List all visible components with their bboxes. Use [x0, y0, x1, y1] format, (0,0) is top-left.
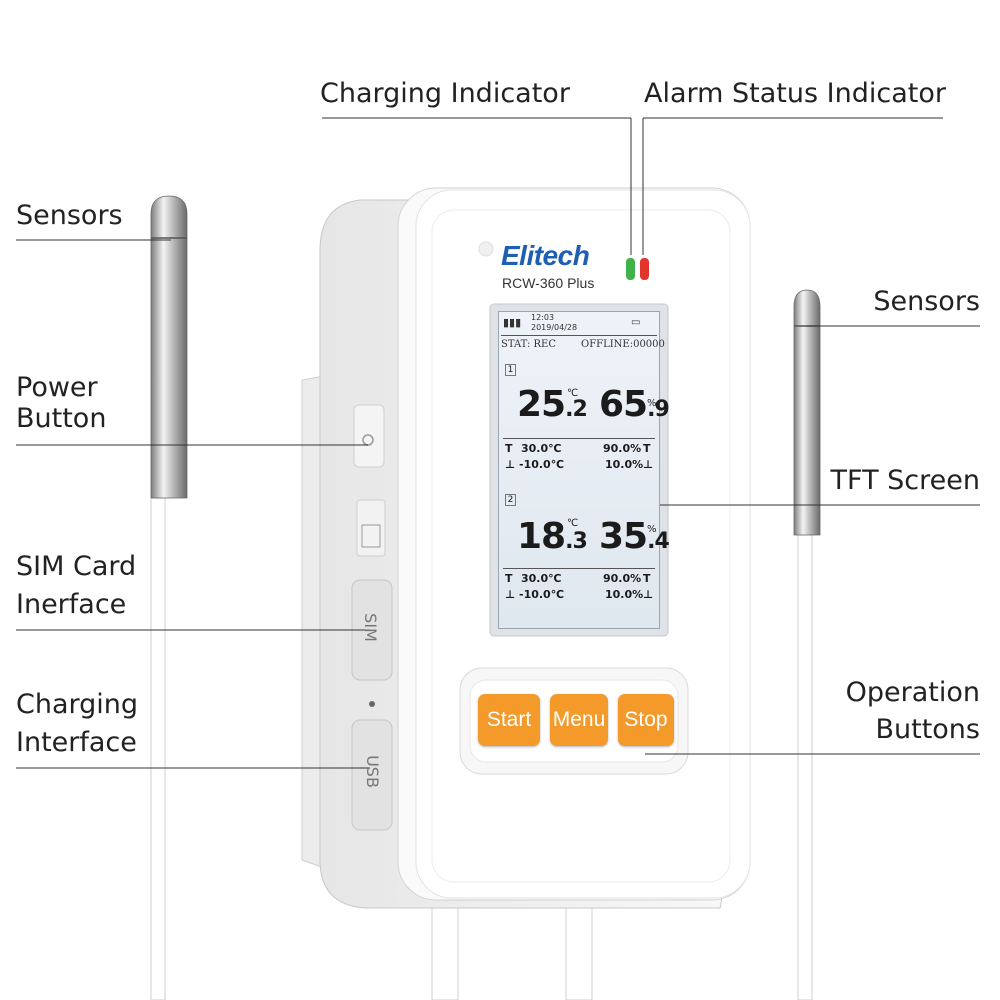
channel-2-hum-low: 10.0%: [605, 588, 644, 601]
channel-2-temp-unit: ℃: [567, 518, 579, 529]
high-icon: T: [643, 572, 651, 585]
power-button-shape: [353, 404, 385, 468]
label-sensors-left: Sensors: [16, 200, 123, 231]
signal-icon: ▮▮▮: [503, 316, 522, 329]
channel-1-number: 1: [505, 364, 516, 376]
menu-button[interactable]: Menu: [550, 694, 608, 746]
label-operation-1: Operation: [845, 677, 980, 708]
channel-1-humidity: 65.9: [599, 384, 670, 425]
label-sensors-right: Sensors: [873, 286, 980, 317]
right-sensor-probe: [793, 289, 821, 1000]
screen-offline: OFFLINE:00000: [581, 339, 665, 350]
screen-time: 12:03: [531, 313, 555, 322]
low-icon: ⊥: [505, 588, 516, 601]
usb-label: USB: [362, 755, 382, 788]
usb-slot: [351, 719, 393, 831]
stop-button[interactable]: Stop: [618, 694, 674, 746]
high-icon: T: [505, 572, 513, 585]
label-power-button-2: Button: [16, 403, 107, 434]
label-sim-1: SIM Card: [16, 551, 137, 582]
label-charging-interface-1: Charging: [16, 689, 139, 720]
label-power-button-1: Power: [16, 372, 98, 403]
channel-2-temp-high: 30.0℃: [521, 572, 562, 585]
low-icon: ⊥: [643, 588, 654, 601]
channel-1-temp-low: -10.0℃: [519, 458, 565, 471]
label-alarm-status-indicator: Alarm Status Indicator: [644, 78, 946, 109]
brand-logo: Elitech: [501, 240, 590, 271]
channel-1-temp-high: 30.0℃: [521, 442, 562, 455]
channel-1-temp: 25.2: [517, 384, 588, 425]
tft-screen: ▮▮▮ 12:03 2019/04/28 ▭ STAT: REC OFFLINE…: [498, 311, 670, 629]
low-icon: ⊥: [505, 458, 516, 471]
label-sim-2: Inerface: [16, 589, 127, 620]
charging-indicator-led: [626, 258, 635, 280]
sim-label: SIM: [360, 613, 380, 642]
label-tft-screen: TFT Screen: [830, 465, 980, 496]
high-icon: T: [505, 442, 513, 455]
label-operation-2: Buttons: [875, 714, 980, 745]
left-sensor-probe: [150, 195, 188, 1000]
label-charging-indicator: Charging Indicator: [320, 78, 570, 109]
low-icon: ⊥: [643, 458, 654, 471]
channel-1-hum-unit: %: [647, 398, 657, 409]
screen-status: STAT: REC: [501, 339, 556, 350]
label-charging-interface-2: Interface: [16, 727, 137, 758]
high-icon: T: [643, 442, 651, 455]
screen-date: 2019/04/28: [531, 323, 578, 332]
channel-2-temp: 18.3: [517, 516, 588, 557]
battery-icon: ▭: [631, 317, 641, 328]
channel-1-temp-unit: ℃: [567, 388, 579, 399]
channel-2-hum-high: 90.0%: [603, 572, 642, 585]
channel-2-hum-unit: %: [647, 524, 657, 535]
start-button[interactable]: Start: [478, 694, 540, 746]
channel-1-hum-high: 90.0%: [603, 442, 642, 455]
model-name: RCW-360 Plus: [502, 275, 595, 291]
alarm-indicator-led: [640, 258, 649, 280]
channel-1-hum-low: 10.0%: [605, 458, 644, 471]
channel-2-humidity: 35.4: [599, 516, 670, 557]
channel-2-temp-low: -10.0℃: [519, 588, 565, 601]
channel-2-number: 2: [505, 494, 516, 506]
